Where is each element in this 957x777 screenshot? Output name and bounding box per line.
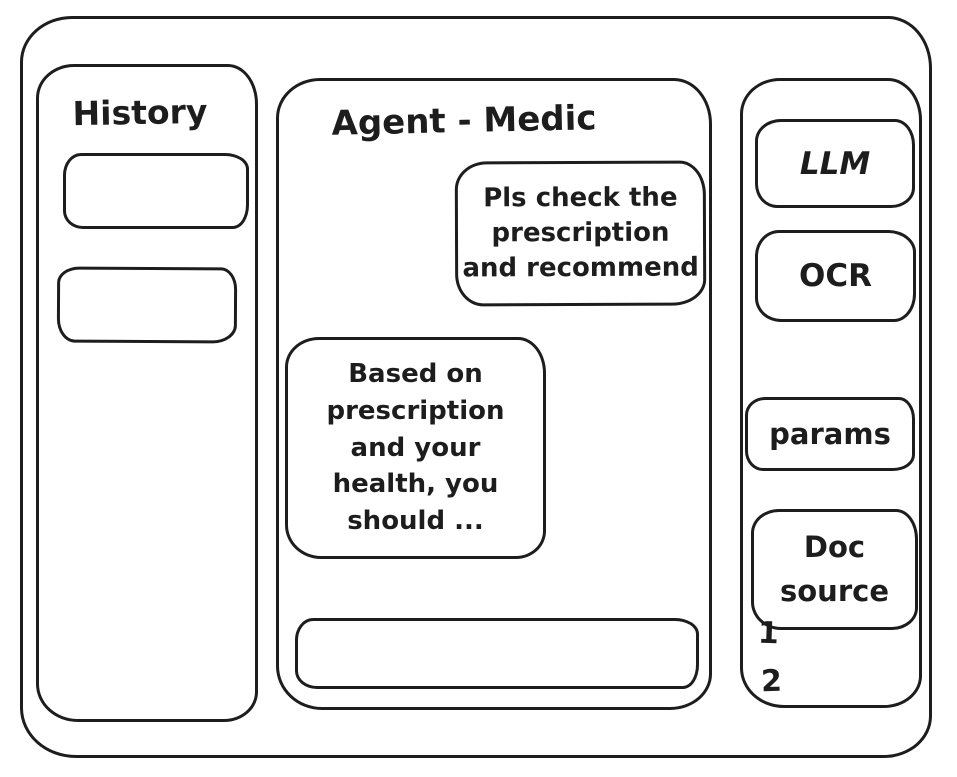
chat-title: Agent - Medic xyxy=(331,98,597,144)
doc-source-item-2[interactable]: 2 xyxy=(760,663,783,700)
tools-panel: LLM OCR params Doc source 1 2 xyxy=(740,78,922,708)
ocr-button[interactable]: OCR xyxy=(755,230,916,322)
history-title: History xyxy=(72,91,208,134)
llm-button[interactable]: LLM xyxy=(755,119,915,208)
doc-source-button[interactable]: Doc source xyxy=(751,509,918,630)
doc-source-item-1[interactable]: 1 xyxy=(757,615,780,652)
user-message-bubble: Pls check the prescription and recommend xyxy=(454,160,707,307)
chat-panel: Agent - Medic Pls check the prescription… xyxy=(276,78,712,710)
history-panel: History xyxy=(36,64,258,722)
history-item[interactable] xyxy=(63,153,249,229)
chat-input[interactable] xyxy=(295,618,699,689)
params-button[interactable]: params xyxy=(745,397,915,471)
history-item[interactable] xyxy=(56,266,238,344)
assistant-message-bubble: Based on prescription and your health, y… xyxy=(285,337,546,559)
